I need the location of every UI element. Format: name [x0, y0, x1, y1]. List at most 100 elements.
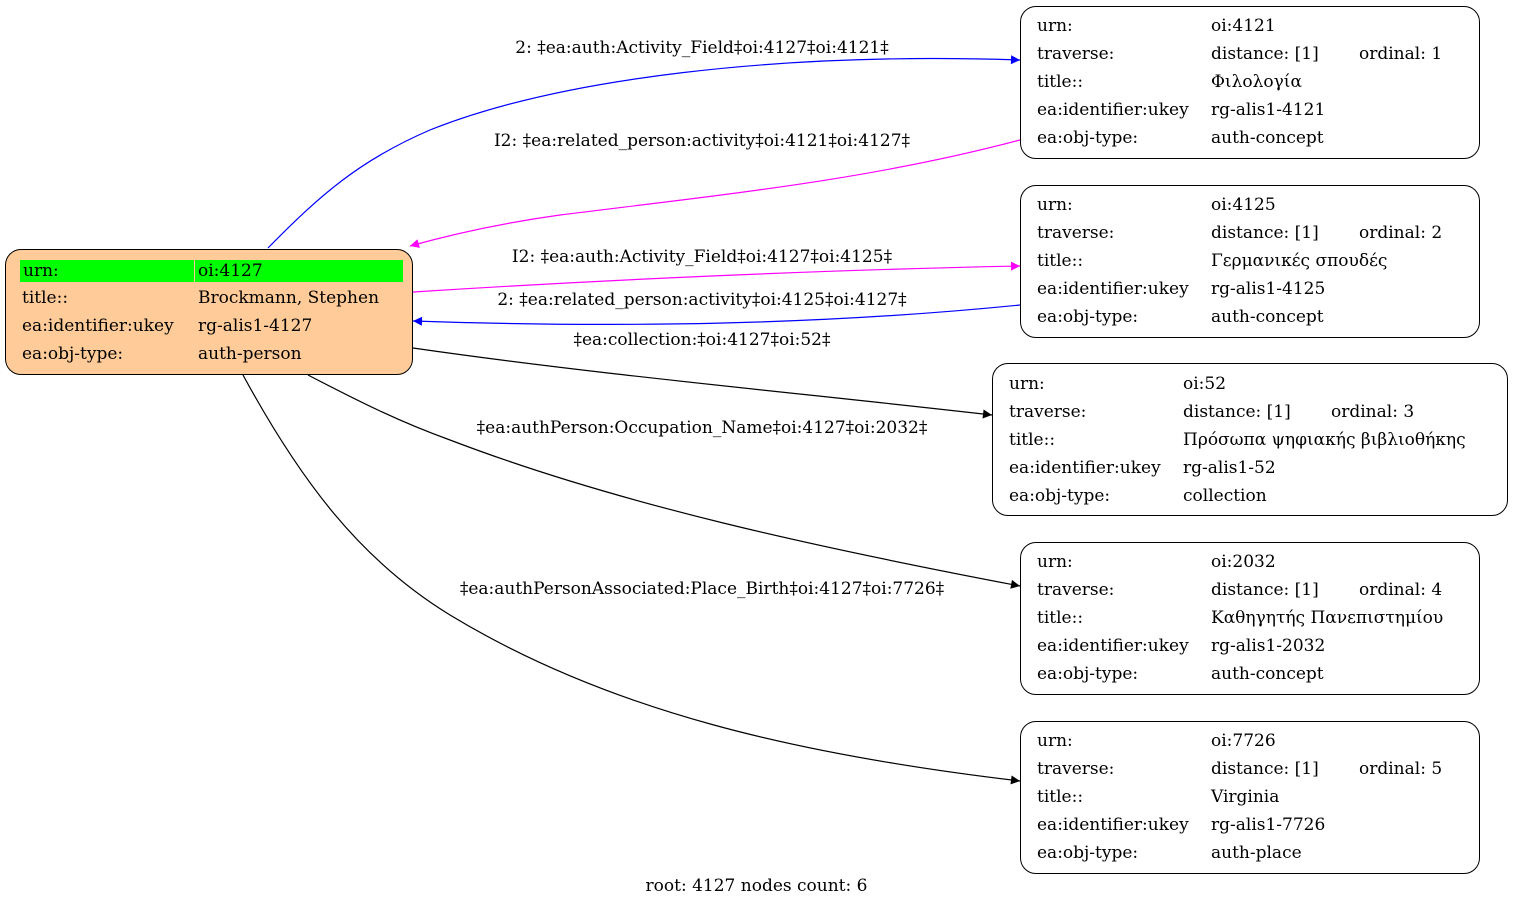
field-value: auth-place [1211, 843, 1302, 863]
node-row: traverse:distance: [1]ordinal: 5 [1021, 755, 1479, 783]
field-value: rg-alis1-4121 [1211, 100, 1326, 120]
field-key: ea:obj-type: [1037, 128, 1139, 148]
edge-label: 2: ‡ea:related_person:activity‡oi:4125‡o… [497, 290, 907, 310]
graph-footer: root: 4127 nodes count: 6 [645, 876, 868, 896]
node-row: title::Virginia [1021, 783, 1479, 811]
field-key: ea:identifier:ukey [1037, 100, 1189, 120]
field-value: distance: [1] [1183, 402, 1291, 422]
field-value: oi:4121 [1211, 16, 1276, 36]
node-row: ea:obj-type: collection [993, 482, 1507, 510]
field-value: oi:4127 [195, 260, 403, 282]
field-key: ea:identifier:ukey [1037, 279, 1189, 299]
ordinal-value: ordinal: 4 [1359, 580, 1443, 600]
field-value: collection [1183, 486, 1267, 506]
node-oi-4121[interactable]: urn: oi:4121 traverse: distance: [1] ordina… [1020, 6, 1480, 159]
field-value: auth-concept [1211, 307, 1324, 327]
node-row: traverse: distance: [1] ordinal: 3 [993, 398, 1507, 426]
field-key: urn: [1009, 374, 1045, 394]
edge-label: ‡ea:collection:‡oi:4127‡oi:52‡ [573, 330, 831, 350]
edge-label: ‡ea:authPersonAssociated:Place_Birth‡oi:… [460, 579, 945, 599]
field-value: rg-alis1-4127 [198, 316, 313, 336]
field-key: ea:identifier:ukey [22, 316, 174, 336]
field-key: ea:obj-type: [1037, 307, 1139, 327]
field-value: Brockmann, Stephen [198, 288, 380, 308]
node-row: ea:obj-type: auth-concept [1021, 303, 1479, 331]
field-key: ea:identifier:ukey [1009, 458, 1161, 478]
edge-occupation-2032 [307, 374, 1021, 589]
field-key: title:: [1037, 72, 1084, 92]
node-row: ea:obj-type: auth-person [6, 340, 412, 368]
field-value: Γερμανικές σπουδές [1211, 251, 1388, 271]
field-value: rg-alis1-7726 [1211, 815, 1326, 835]
node-oi-4125[interactable]: urn: oi:4125 traverse:distance: [1]ordina… [1020, 185, 1480, 338]
field-value: oi:2032 [1211, 552, 1276, 572]
ordinal-value: ordinal: 1 [1359, 44, 1443, 64]
field-value: Καθηγητής Πανεπιστημίου [1211, 608, 1444, 628]
field-value: oi:4125 [1211, 195, 1276, 215]
field-value: distance: [1] [1211, 580, 1319, 600]
node-row: urn: oi:2032 [1021, 548, 1479, 576]
field-key: ea:identifier:ukey [1037, 815, 1189, 835]
field-value: rg-alis1-2032 [1211, 636, 1326, 656]
field-key: urn: [1037, 731, 1073, 751]
field-key: title:: [22, 288, 69, 308]
field-key: title:: [1037, 608, 1084, 628]
edge-place-birth-7726 [242, 374, 1021, 785]
node-row: urn: oi:4125 [1021, 191, 1479, 219]
field-key: ea:obj-type: [22, 344, 124, 364]
edge-label: 2: ‡ea:auth:Activity_Field‡oi:4127‡oi:41… [515, 38, 889, 58]
field-key: ea:identifier:ukey [1037, 636, 1189, 656]
edge-activity-field-4125 [412, 261, 1021, 293]
node-row: title::Καθηγητής Πανεπιστημίου [1021, 604, 1479, 632]
field-key: urn: [20, 260, 194, 282]
field-key: urn: [1037, 552, 1073, 572]
edge-related-person-4125 [412, 304, 1021, 326]
node-row: title::Πρόσωπα ψηφιακής βιβλιοθήκης [993, 426, 1507, 454]
field-value: oi:7726 [1211, 731, 1276, 751]
field-value: auth-person [198, 344, 302, 364]
field-key: traverse: [1009, 402, 1087, 422]
field-key: urn: [1037, 16, 1073, 36]
field-value: oi:52 [1183, 374, 1227, 394]
field-value: Πρόσωπα ψηφιακής βιβλιοθήκης [1183, 430, 1466, 450]
node-row: ea:obj-type: auth-place [1021, 839, 1479, 867]
node-row: ea:obj-type: auth-concept [1021, 124, 1479, 152]
node-row: title:: Brockmann, Stephen [6, 284, 412, 312]
field-key: urn: [1037, 195, 1073, 215]
node-row: traverse:distance: [1]ordinal: 2 [1021, 219, 1479, 247]
edge-label: I2: ‡ea:related_person:activity‡oi:4121‡… [494, 131, 911, 151]
edge-label: ‡ea:authPerson:Occupation_Name‡oi:4127‡o… [477, 418, 928, 438]
edge-collection-52 [412, 347, 993, 419]
node-oi-2032[interactable]: urn:oi:2032 traverse:distance: [1]ordina… [1020, 542, 1480, 695]
field-value: distance: [1] [1211, 759, 1319, 779]
edge-activity-field-4121 [267, 55, 1021, 249]
ordinal-value: ordinal: 2 [1359, 223, 1443, 243]
field-key: title:: [1037, 251, 1084, 271]
field-key: title:: [1037, 787, 1084, 807]
node-oi-52[interactable]: urn: oi:52 traverse: distance: [1] ordinal:… [992, 363, 1508, 516]
node-oi-7726[interactable]: urn:oi:7726 traverse:distance: [1]ordina… [1020, 721, 1480, 874]
field-key: ea:obj-type: [1037, 843, 1139, 863]
node-row: ea:identifier:ukey rg-alis1-4127 [6, 312, 412, 340]
node-row: title::Φιλολογία [1021, 68, 1479, 96]
field-value: auth-concept [1211, 128, 1324, 148]
node-row: urn: oi:7726 [1021, 727, 1479, 755]
node-row: urn: oi:4121 [1021, 12, 1479, 40]
ordinal-value: ordinal: 3 [1331, 402, 1415, 422]
field-key: ea:obj-type: [1037, 664, 1139, 684]
node-row: urn: oi:52 [993, 370, 1507, 398]
node-row: title::Γερμανικές σπουδές [1021, 247, 1479, 275]
root-node[interactable]: urn: oi:4127 title:: Brockmann, Stephen … [5, 249, 413, 375]
node-row: ea:identifier:ukey rg-alis1-4121 [1021, 96, 1479, 124]
ordinal-value: ordinal: 5 [1359, 759, 1443, 779]
node-row: traverse: distance: [1] ordinal: 1 [1021, 40, 1479, 68]
field-value: Φιλολογία [1211, 72, 1302, 92]
field-key: traverse: [1037, 44, 1115, 64]
edge-label: I2: ‡ea:auth:Activity_Field‡oi:4127‡oi:4… [512, 247, 893, 267]
field-value: distance: [1] [1211, 44, 1319, 64]
node-row: ea:identifier:ukey rg-alis1-2032 [1021, 632, 1479, 660]
field-key: ea:obj-type: [1009, 486, 1111, 506]
